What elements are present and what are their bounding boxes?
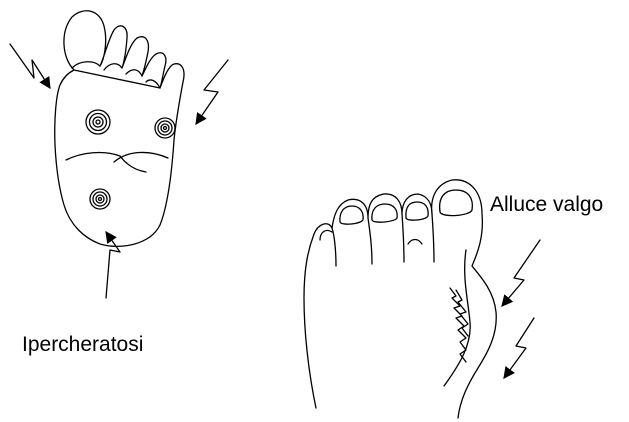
hallux-valgus-label: Alluce valgo: [490, 193, 603, 217]
toe-mark: [408, 240, 422, 245]
callus-icon: [86, 110, 110, 134]
toe-base-5: [432, 214, 434, 262]
toenail-small: [320, 230, 332, 240]
sole-crease-right: [114, 152, 168, 162]
sole-outline: [55, 11, 184, 247]
callus-icon: [90, 189, 110, 209]
toe-base-4: [402, 214, 404, 262]
toe-base-2: [332, 228, 336, 266]
toenail-icon: [340, 206, 363, 224]
lightning-arrow-icon: [502, 240, 540, 306]
lightning-arrow-icon: [10, 44, 50, 88]
toe-crease-1: [72, 62, 100, 68]
sole-crease-left: [66, 153, 120, 160]
toenail-icon: [372, 204, 397, 222]
lightning-arrow-icon: [106, 232, 120, 298]
sole-foot-icon: [55, 11, 184, 247]
lightning-arrow-icon: [504, 318, 534, 378]
callus-icon: [155, 118, 175, 138]
toenail-icon: [406, 202, 428, 220]
sole-crease-mid: [120, 156, 146, 172]
dorsal-foot-icon: [304, 180, 496, 418]
toenail-icon: [440, 190, 473, 216]
toe-crease-3: [126, 70, 142, 76]
toe-base-3: [368, 218, 372, 264]
bunion-hatch: [450, 288, 466, 362]
toe-crease-2: [104, 64, 122, 70]
bunion-hatch: [456, 290, 468, 336]
hyperkeratosis-label: Ipercheratosi: [22, 333, 143, 357]
lightning-arrow-icon: [196, 60, 228, 124]
